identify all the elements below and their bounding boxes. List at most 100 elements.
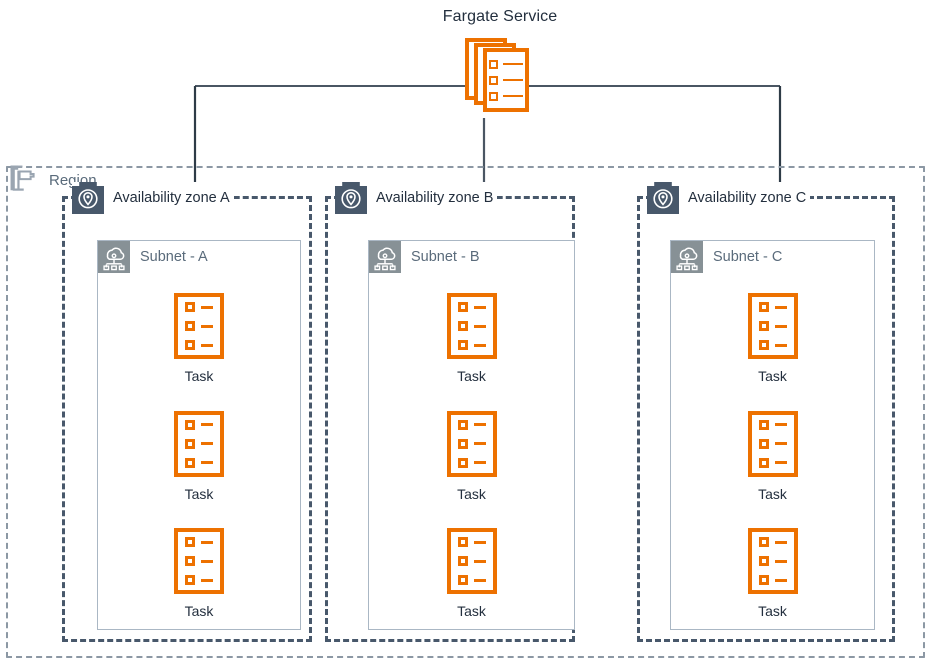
task-row-box (758, 457, 769, 468)
task-row (758, 457, 787, 468)
task-row-line (774, 343, 787, 347)
task-row-line (774, 324, 787, 328)
task-node[interactable]: Task (446, 293, 497, 384)
document-row-line (503, 62, 523, 66)
document-row (489, 59, 523, 69)
task-node[interactable]: Task (446, 528, 497, 619)
task-node[interactable]: Task (446, 410, 497, 502)
task-row-line (774, 423, 787, 426)
task-row-box (185, 321, 195, 331)
fargate-service-label: Fargate Service (442, 8, 558, 25)
task-row (457, 321, 486, 331)
document-rows (483, 48, 529, 112)
availability-zone-icon (335, 182, 367, 214)
subnet-c[interactable]: Subnet - C Task Task (670, 240, 875, 630)
document-row-box (489, 59, 498, 69)
document-row-box (489, 91, 498, 101)
subnet-a-label: Subnet - A (140, 249, 208, 265)
task-row-box (185, 575, 195, 585)
document-row-line (503, 78, 523, 82)
task-row-box (457, 457, 468, 468)
availability-zone-a-label: Availability zone A (113, 190, 230, 206)
task-document-icon (747, 410, 798, 477)
task-document-icon (446, 410, 497, 477)
task-row-line (201, 540, 213, 544)
task-row-box (185, 302, 195, 312)
task-node[interactable]: Task (747, 410, 798, 502)
fargate-service-node[interactable]: Fargate Service (400, 8, 600, 112)
subnet-c-label: Subnet - C (713, 249, 783, 265)
task-document-icon (446, 528, 497, 594)
task-row (758, 556, 787, 566)
document-row (489, 91, 523, 101)
task-document-icon (174, 410, 224, 477)
task-row-box (457, 537, 468, 547)
task-row-line (774, 305, 787, 309)
task-row-line (201, 559, 213, 563)
task-row-box (758, 321, 769, 331)
task-row-box (185, 556, 195, 566)
task-row-line (774, 559, 787, 563)
task-row-line (201, 423, 213, 426)
task-row-box (457, 438, 468, 449)
subnet-b-label: Subnet - B (411, 249, 480, 265)
task-row-line (473, 423, 486, 426)
task-row-line (473, 461, 486, 464)
availability-zone-c-label: Availability zone C (688, 190, 807, 206)
task-row-line (201, 343, 213, 347)
task-row-line (774, 540, 787, 544)
task-row-box (457, 419, 468, 430)
task-row (457, 419, 486, 430)
task-node[interactable]: Task (174, 410, 224, 502)
task-row (758, 537, 787, 547)
subnet-cloud-icon (671, 241, 703, 273)
availability-zone-c-header: Availability zone C (647, 182, 811, 214)
task-row-box (758, 537, 769, 547)
task-row-line (473, 578, 486, 582)
availability-zone-c[interactable]: Availability zone C (637, 182, 895, 642)
task-row-box (758, 419, 769, 430)
subnet-b[interactable]: Subnet - B Task Task (368, 240, 575, 630)
availability-zone-b-header: Availability zone B (335, 182, 498, 214)
task-node[interactable]: Task (174, 528, 224, 619)
task-row-line (201, 324, 213, 328)
task-row-line (473, 540, 486, 544)
task-node[interactable]: Task (747, 528, 798, 619)
availability-zone-a[interactable]: Availability zone A (62, 182, 312, 642)
task-row-line (473, 324, 486, 328)
task-row-line (774, 578, 787, 582)
subnet-a[interactable]: Subnet - A Task Task (97, 240, 301, 630)
subnet-b-task-list: Task Task Task (369, 285, 574, 625)
task-row-line (774, 461, 787, 464)
document-row-box (489, 75, 498, 85)
task-row-box (185, 438, 195, 449)
task-row (185, 575, 213, 585)
task-label: Task (184, 603, 214, 619)
task-label: Task (457, 368, 486, 384)
task-row-box (457, 556, 468, 566)
task-node[interactable]: Task (174, 293, 224, 384)
region-flag-icon (10, 165, 35, 191)
task-row (758, 302, 787, 312)
task-row (185, 556, 213, 566)
subnet-b-header: Subnet - B (369, 241, 480, 273)
task-row-box (185, 457, 195, 468)
task-row-line (473, 343, 486, 347)
document-row-line (503, 94, 523, 98)
task-row-line (473, 559, 486, 563)
task-row (457, 340, 486, 350)
subnet-c-task-list: Task Task Task (671, 285, 874, 625)
task-row-box (758, 575, 769, 585)
task-document-icon (747, 528, 798, 594)
task-document-icon (446, 293, 497, 359)
task-row (185, 457, 213, 468)
task-row (758, 340, 787, 350)
task-document-icon (174, 293, 224, 359)
task-row (457, 457, 486, 468)
task-row (457, 438, 486, 449)
task-label: Task (457, 603, 486, 619)
task-node[interactable]: Task (747, 293, 798, 384)
availability-zone-icon (647, 182, 679, 214)
region-boundary (6, 166, 925, 658)
